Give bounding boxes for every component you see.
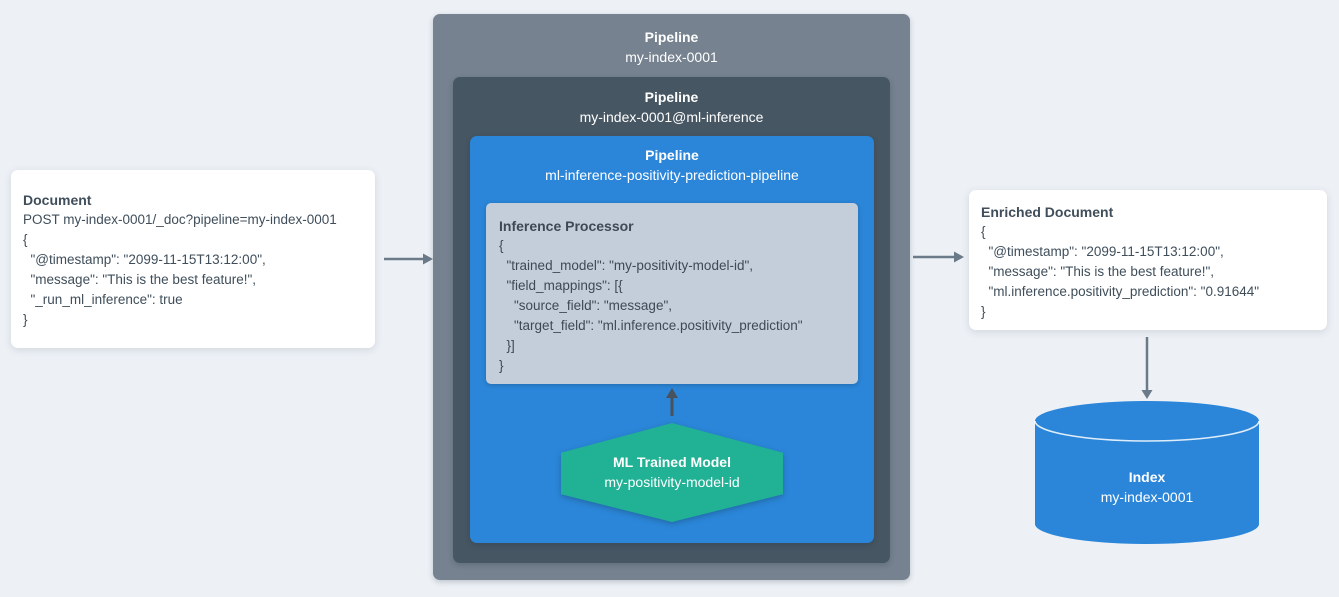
pipeline-middle-header: Pipeline my-index-0001@ml-inference [453,77,890,127]
code-line: { [23,232,28,247]
code-line: "@timestamp": "2099-11-15T13:12:00", [23,252,266,267]
pipeline-outer-header: Pipeline my-index-0001 [433,14,910,67]
document-card-title: Document [23,192,92,208]
index-name: my-index-0001 [1100,489,1194,505]
code-line: { [499,238,504,253]
document-card-code: POST my-index-0001/_doc?pipeline=my-inde… [23,210,363,330]
code-line: } [499,358,504,373]
enriched-document-title: Enriched Document [981,204,1114,220]
code-line: "source_field": "message", [499,298,672,313]
arrow-pipeline-to-enriched [913,251,964,263]
code-line: "@timestamp": "2099-11-15T13:12:00", [981,244,1224,259]
cylinder-top [1035,401,1259,441]
pipeline-inner-label: Pipeline [645,147,699,163]
code-line: POST my-index-0001/_doc?pipeline=my-inde… [23,212,337,227]
pipeline-box-ml-inference: Pipeline my-index-0001@ml-inference Pipe… [453,77,890,563]
cylinder-body [1035,421,1259,544]
pipeline-middle-name: my-index-0001@ml-inference [579,109,764,125]
pipeline-outer-name: my-index-0001 [625,49,718,65]
code-line: } [981,304,986,319]
pipeline-inner-name: ml-inference-positivity-prediction-pipel… [545,167,799,183]
code-line: "message": "This is the best feature!", [981,264,1215,279]
hexagon-shape: ML Trained Model my-positivity-model-id [561,423,783,522]
pipeline-box-outer: Pipeline my-index-0001 Pipeline my-index… [433,14,910,580]
code-line: "target_field": "ml.inference.positivity… [499,318,803,333]
code-line: }] [499,338,515,353]
pipeline-middle-label: Pipeline [644,89,699,105]
code-line: "field_mappings": [{ [499,278,623,293]
code-line: } [23,312,28,327]
arrow-document-to-pipeline [384,253,433,265]
code-line: "ml.inference.positivity_prediction": "0… [981,284,1260,299]
code-line: { [981,224,986,239]
pipeline-inner-header: Pipeline ml-inference-positivity-predict… [470,136,874,185]
ml-trained-model-name: my-positivity-model-id [604,474,740,490]
index-cylinder-icon [1034,401,1260,544]
enriched-document-code: { "@timestamp": "2099-11-15T13:12:00", "… [981,222,1315,322]
inference-processor-box: Inference Processor { "trained_model": "… [486,203,858,384]
inference-processor-title: Inference Processor [499,218,634,234]
ml-trained-model-hexagon: ML Trained Model my-positivity-model-id [561,423,783,522]
index-title: Index [1128,469,1166,485]
code-line: "_run_ml_inference": true [23,292,183,307]
pipeline-box-positivity-prediction: Pipeline ml-inference-positivity-predict… [470,136,874,543]
cylinder-top-rim [1034,420,1260,442]
document-card: Document POST my-index-0001/_doc?pipelin… [11,170,375,348]
enriched-document-card: Enriched Document { "@timestamp": "2099-… [969,190,1327,330]
pipeline-outer-label: Pipeline [644,29,699,45]
ml-trained-model-title: ML Trained Model [613,454,731,470]
inference-processor-code: { "trained_model": "my-positivity-model-… [499,236,845,376]
index-label: Index my-index-0001 [1032,467,1262,507]
arrow-enriched-to-index [1141,337,1153,399]
code-line: "trained_model": "my-positivity-model-id… [499,258,754,273]
code-line: "message": "This is the best feature!", [23,272,257,287]
